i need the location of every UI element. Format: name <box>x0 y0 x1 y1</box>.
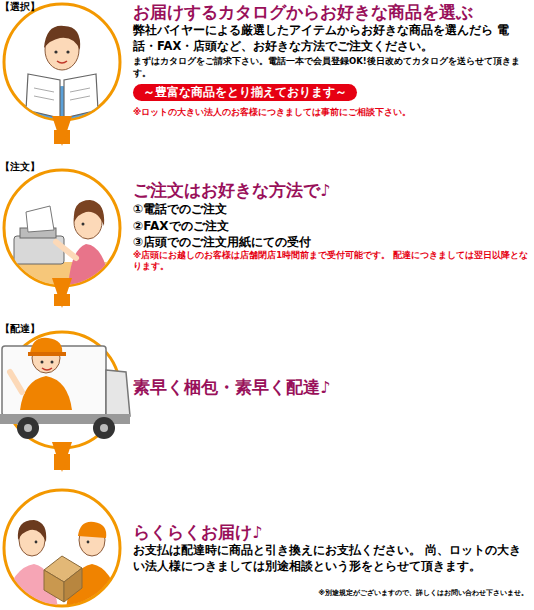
body-text: 弊社バイヤーによる厳選したアイテムからお好きな商品を選んだら 電話・FAX・店頭… <box>133 23 530 54</box>
step-heading: お届けするカタログからお好きな商品を選ぶ <box>133 2 530 23</box>
list-item: ③店頭でのご注文用紙にての受付 <box>133 234 530 250</box>
step-tag: 【注文】 <box>0 160 40 174</box>
truck-illustration <box>0 332 130 448</box>
body-text: お支払は配達時に商品と引き換えにお支払ください。 尚、ロットの大きい法人様につき… <box>133 543 530 574</box>
flow-arrow <box>54 454 70 470</box>
body-text: まずはカタログをご請求下さい。電話一本で会員登録OK!後日改めてカタログを送らせ… <box>133 56 530 79</box>
footnote: ※別途規定がございますので、詳しくはお問い合わせ下さいませ。 <box>318 588 528 598</box>
flow-arrow <box>54 294 70 306</box>
step-band: 【注文】ご注文はお好きな方法で♪①電話でのご注文②FAXでのご注文③店頭でのご注… <box>0 160 534 292</box>
handover-illustration <box>4 490 120 610</box>
list-item: ②FAXでのご注文 <box>133 218 530 234</box>
step-band: 【配達】素早く梱包・素早く配達♪ <box>0 322 534 452</box>
reading-illustration <box>4 4 120 120</box>
fax-illustration <box>0 170 124 292</box>
flow-arrow <box>54 130 70 144</box>
step-band: らくらくお届け♪お支払は配達時に商品と引き換えにお支払ください。 尚、ロットの大… <box>0 486 534 584</box>
step-heading: ご注文はお好きな方法で♪ <box>133 180 530 201</box>
list-item: ①電話でのご注文 <box>133 201 530 217</box>
step-band: 【選択】 お届けするカタログからお好きな商品を選ぶ弊社バイヤーによる厳選したアイテ… <box>0 0 534 128</box>
banner-pill: ～豊富な商品をとり揃えております～ <box>133 84 357 101</box>
step-tag: 【配達】 <box>0 322 40 336</box>
red-note: ※店頭にお越しのお客様は店舗閉店1時間前まで受付可能です。 配達につきましては翌… <box>133 250 530 273</box>
step-heading: らくらくお届け♪ <box>133 522 530 543</box>
step-heading: 素早く梱包・素早く配達♪ <box>133 377 530 399</box>
red-note: ※ロットの大きい法人のお客様につきましては事前にご相談下さい。 <box>133 107 530 118</box>
step-tag: 【選択】 <box>0 0 40 14</box>
